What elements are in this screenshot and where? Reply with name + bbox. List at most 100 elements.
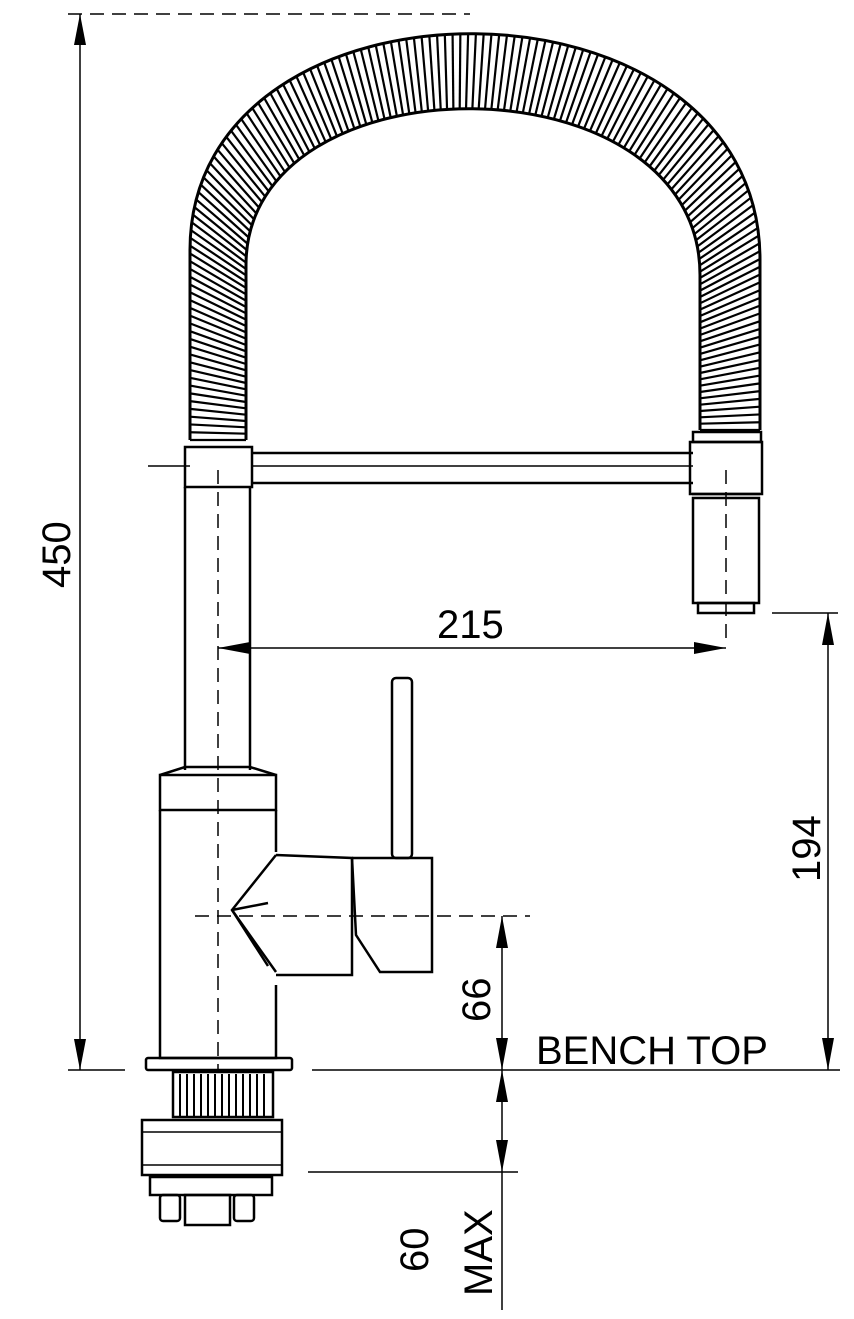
hose-coil [435, 35, 442, 110]
hose-coil [628, 88, 669, 152]
hose-coil [192, 213, 247, 258]
hose-coil [193, 206, 248, 251]
hose-coil [483, 34, 493, 110]
hose-coil [699, 366, 761, 381]
hose-coil [648, 107, 693, 168]
dimension-spout-reach: 215 [218, 603, 726, 654]
hose-coil [571, 53, 600, 125]
hose-coils [189, 33, 761, 442]
hose-coil [309, 68, 338, 137]
hose-coil [269, 92, 306, 157]
hose-coil [189, 376, 247, 391]
hose-coil [412, 37, 423, 112]
hose-coil [397, 40, 411, 114]
hose-coil [374, 45, 392, 118]
hose-coil [189, 260, 247, 296]
hose-coil [382, 43, 398, 117]
hose-coil [337, 56, 362, 127]
hose-coil [681, 154, 733, 206]
hose-coil [699, 289, 761, 317]
hose-coil [189, 431, 247, 435]
hose-coil [295, 75, 327, 143]
hose-coil [471, 33, 477, 109]
hose-coil [464, 33, 470, 109]
hose-coil [189, 353, 247, 372]
hose-coil [189, 252, 247, 289]
hose-coil [202, 176, 253, 227]
hose-coil [699, 304, 761, 330]
max-thickness-value: 60 [393, 1228, 437, 1273]
hose-coil [189, 345, 247, 366]
hose-coil [230, 130, 274, 187]
tap-body [158, 470, 278, 1070]
hose-coil [695, 196, 752, 242]
hose-coil [240, 118, 282, 178]
hose-coil [534, 41, 555, 116]
hose-coil [583, 59, 614, 130]
hose-coil [282, 83, 316, 149]
hose-coil [458, 33, 462, 109]
spray-head [688, 430, 764, 640]
hose-coil [428, 35, 436, 111]
hose-coil [509, 36, 524, 112]
hose-coil [528, 40, 547, 115]
hose-coil [189, 322, 247, 347]
hose-coil [344, 53, 368, 125]
hose-coil [699, 258, 761, 292]
hose-coil [697, 211, 756, 254]
spout-reach-label: 215 [437, 603, 504, 647]
hose-coil [420, 36, 430, 112]
hose-coil [209, 162, 258, 215]
dimension-max-bench-thickness: 60 MAX [308, 1070, 518, 1310]
hose-coil [699, 312, 761, 337]
hose-coil [699, 273, 761, 305]
hose-coil [696, 204, 754, 248]
hose-coil [189, 407, 247, 416]
hose-coil [699, 320, 761, 343]
hose-coil [684, 161, 737, 212]
hose-coil [617, 79, 656, 146]
hose-coil [699, 242, 760, 279]
dimension-spout-height: 194 [772, 612, 838, 1070]
hose-coil [288, 79, 322, 146]
hose-coil [691, 182, 747, 229]
hose-coil [540, 43, 562, 117]
hose-coil [699, 234, 760, 273]
hose-coil [490, 34, 501, 110]
hose-coil [451, 34, 455, 110]
hose-coil [657, 117, 705, 176]
hose-coil [316, 65, 344, 134]
hose-coil [699, 281, 761, 311]
hose-coil [189, 314, 247, 340]
hose-coil [302, 72, 333, 140]
hose-coil [189, 306, 247, 334]
hose-coil [189, 291, 247, 321]
hose-coil [643, 102, 688, 164]
hose-coil [670, 135, 720, 191]
hose-coil [699, 374, 761, 387]
overall-height-label: 450 [35, 521, 79, 588]
hose-coil [686, 168, 741, 218]
hose-coil [611, 75, 649, 143]
hose-coil [606, 72, 642, 140]
hose-coil [502, 35, 516, 111]
hose-coil [699, 227, 759, 267]
hose-coil [443, 34, 449, 110]
hose-coil [674, 141, 725, 196]
hose-coil [662, 123, 710, 181]
hose-coil [225, 136, 270, 192]
mounting-base [140, 1056, 294, 1227]
hose-coil [699, 397, 761, 406]
hose-coil [699, 405, 761, 413]
hose-coil [190, 229, 247, 270]
hose-coil [257, 102, 296, 164]
hose-coil [189, 423, 247, 429]
hose-coil [653, 112, 699, 172]
hose-coil [594, 65, 628, 134]
hose-coil [633, 92, 675, 156]
hose-coil [189, 337, 247, 359]
hose-coil [565, 51, 592, 123]
hose-coil [699, 382, 761, 394]
hose-coil [220, 142, 267, 198]
hose-coil [699, 413, 761, 419]
